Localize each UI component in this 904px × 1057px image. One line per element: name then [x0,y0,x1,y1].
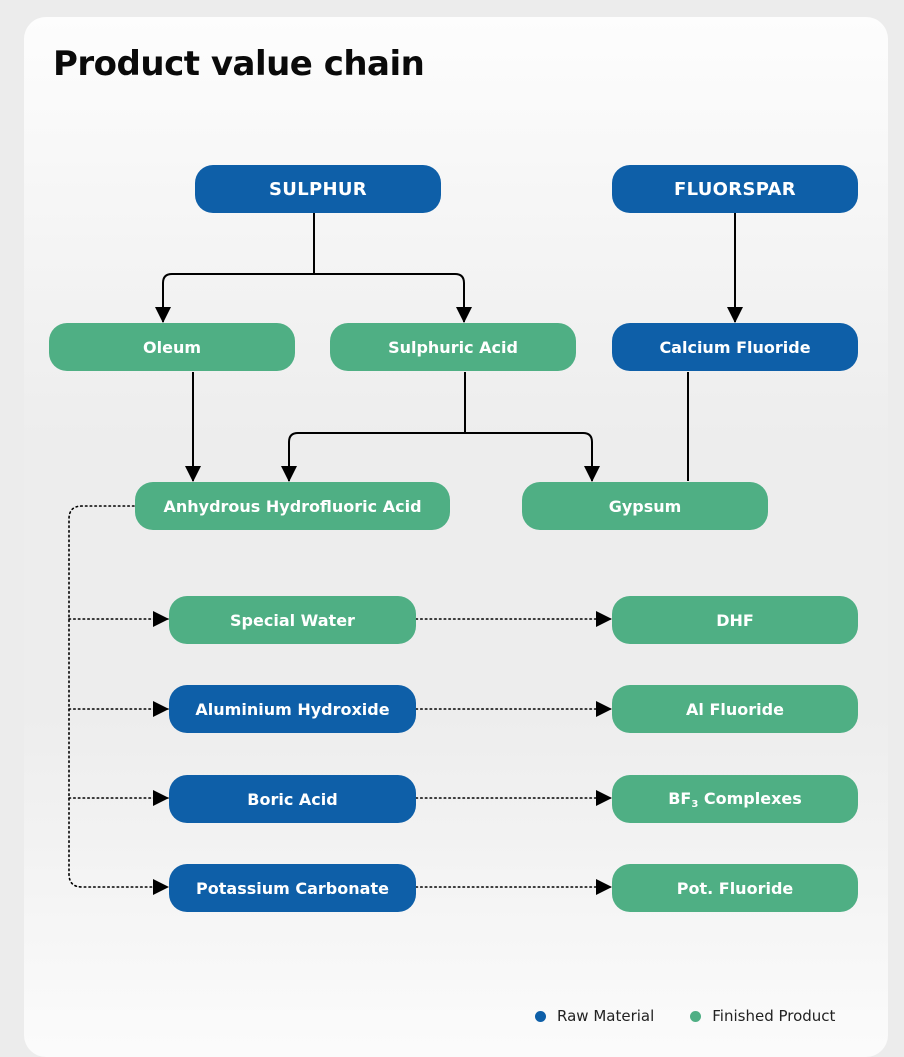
node-pot-fluoride[interactable]: Pot. Fluoride [612,864,858,912]
edge-ahf-bus [68,505,169,895]
node-al-fluoride[interactable]: Al Fluoride [612,685,858,733]
node-label: Anhydrous Hydrofluoric Acid [163,496,422,516]
node-label: Gypsum [608,496,682,516]
node-label: Aluminium Hydroxide [195,699,390,719]
legend: Raw Material Finished Product [535,1007,835,1025]
edge-sulphuric-ahf [281,432,465,482]
node-label: FLUORSPAR [674,178,796,200]
node-potassium-carbonate[interactable]: Potassium Carbonate [169,864,416,912]
legend-item-raw-material: Raw Material [535,1007,654,1025]
node-label: Special Water [230,610,355,630]
node-aluminium-hydroxide[interactable]: Aluminium Hydroxide [169,685,416,733]
edge-sulphur-sulphuric-acid [314,273,472,323]
node-gypsum[interactable]: Gypsum [522,482,768,530]
node-label: Sulphuric Acid [388,337,518,357]
legend-item-finished-product: Finished Product [690,1007,835,1025]
node-label: Boric Acid [247,789,338,809]
raw-material-dot-icon [535,1010,546,1022]
node-label: Potassium Carbonate [196,878,389,898]
node-label: SULPHUR [269,178,367,200]
legend-label: Finished Product [712,1007,836,1025]
legend-label: Raw Material [557,1007,655,1025]
label-prefix: BF [668,788,692,808]
node-bf3-complexes[interactable]: BF3 Complexes [612,775,858,823]
edge-sulphuric-gypsum [465,432,600,482]
page-title: Product value chain [53,44,425,84]
finished-product-dot-icon [690,1010,702,1022]
node-label: Al Fluoride [686,699,784,719]
node-label: DHF [716,610,754,630]
node-label: Calcium Fluoride [659,337,811,357]
node-dhf[interactable]: DHF [612,596,858,644]
node-label: Oleum [143,337,201,357]
node-special-water[interactable]: Special Water [169,596,416,644]
label-subscript: 3 [691,798,699,810]
node-sulphur[interactable]: SULPHUR [195,165,441,213]
node-calcium-fluoride[interactable]: Calcium Fluoride [612,323,858,371]
edge-sulphur-oleum [155,273,314,323]
node-anhydrous-hydrofluoric-acid[interactable]: Anhydrous Hydrofluoric Acid [135,482,450,530]
node-sulphuric-acid[interactable]: Sulphuric Acid [330,323,576,371]
node-oleum[interactable]: Oleum [49,323,295,371]
label-suffix: Complexes [698,788,802,808]
node-boric-acid[interactable]: Boric Acid [169,775,416,823]
node-label: BF3 Complexes [668,789,802,810]
node-fluorspar[interactable]: FLUORSPAR [612,165,858,213]
node-label: Pot. Fluoride [676,878,794,898]
